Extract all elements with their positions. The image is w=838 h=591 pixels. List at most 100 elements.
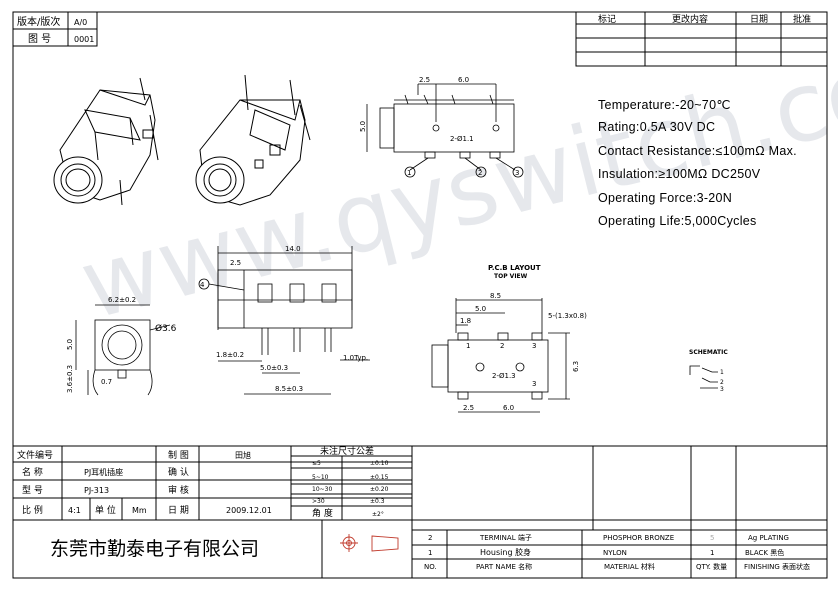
dim-side-off: 2.5 [230,259,241,267]
callout-2: 2 [478,169,482,177]
angle-value: ±2° [372,511,384,518]
tol-range-1: ≤5 [312,460,321,467]
date-label: 日 期 [168,505,189,516]
scale-value: 4:1 [68,506,81,515]
iso-view-right [195,74,311,206]
bom-header-finish: FINISHING 表面状态 [744,562,810,571]
pcb-pin-1: 1 [466,342,470,350]
tol-value-1: ±0.10 [370,460,389,467]
pcb-subtitle: TOP VIEW [494,273,528,280]
bom-row-1-name: Housing 胶身 [480,547,531,557]
schematic [689,365,718,389]
dim-front-h: 5.0 [66,339,74,350]
file-no-label: 文件编号 [17,449,53,461]
dim-pcb-w: 8.5 [490,292,501,300]
dim-top-b: 6.0 [458,76,469,84]
sheet-border [12,11,828,579]
callout-1: 1 [407,169,411,177]
bom-header-qty: QTY. 数量 [696,562,727,571]
revision-date-label: 日期 [750,14,768,25]
bom-row-2-name: TERMINAL 端子 [479,533,532,542]
dim-side-t: 1.0Typ. [343,354,368,362]
name-label: 名 称 [22,466,43,478]
tol-value-4: ±0.3 [370,498,385,505]
dim-side-a: 1.8±0.2 [216,351,244,359]
dim-top-h: 5.0 [359,121,367,132]
bom-row-1-material: NYLON [603,549,627,557]
drawing-no-value: 0001 [74,35,94,44]
pcb-pin-2: 2 [500,342,504,350]
revision-mark-label: 标记 [598,13,616,25]
front-view [75,304,171,396]
drawing-no-label: 图 号 [28,33,51,45]
revision-approve-label: 批准 [793,13,811,25]
callout-3: 3 [515,169,519,177]
bom-row-2-finish: Ag PLATING [748,534,789,542]
iso-view-left [53,77,159,206]
draw-label: 制 图 [168,449,189,461]
name-value: PJ耳机插座 [84,467,123,477]
revision-content-label: 更改内容 [672,13,708,25]
company-name: 东莞市勤泰电子有限公司 [50,538,260,560]
review-label: 审 核 [168,484,189,496]
dim-top-a: 2.5 [419,76,430,84]
unit-value: Mm [132,506,147,515]
dim-pcb-c: 2.5 [463,404,474,412]
dim-side-len: 14.0 [285,245,301,253]
revision-table [575,11,828,67]
bom-row-2-material: PHOSPHOR BRONZE [603,534,674,542]
tol-value-2: ±0.15 [370,474,389,481]
version-value: A/0 [74,18,87,27]
dim-pcb-a: 5.0 [475,305,486,313]
top-view [366,83,524,178]
bom-row-1-no: 1 [428,549,432,557]
side-view [198,246,370,395]
bom-header-name: PART NAME 名称 [476,562,532,571]
tolerance-title: 未注尺寸公差 [320,445,374,457]
bom-row-2-no: 2 [428,534,432,542]
bom-row-1-qty: 1 [710,549,714,557]
check-label: 确 认 [168,466,189,478]
schematic-title: SCHEMATIC [689,349,728,356]
angle-label: 角 度 [312,507,333,519]
dim-side-b: 5.0±0.3 [260,364,288,372]
dim-pcb-d: 6.0 [503,404,514,412]
tol-range-2: 5~10 [312,474,329,481]
dim-front-small: 0.7 [101,378,112,386]
pcb-pin-3b: 3 [532,380,536,388]
bom-row-1-finish: BLACK 黑色 [745,548,784,557]
spec-insulation: Insulation:≥100MΩ DC250V [598,167,761,181]
model-label: 型 号 [22,485,43,496]
callout-4: 4 [200,281,205,289]
dim-side-c: 8.5±0.3 [275,385,303,393]
tol-range-3: 10~30 [312,486,332,493]
spec-contact-resistance: Contact Resistance:≤100mΩ Max. [598,144,797,158]
schematic-pin-2: 2 [720,379,724,386]
unit-label: 单 位 [95,504,116,516]
bom-row-2-qty: 5 [710,534,714,542]
dim-front-h2: 3.6±0.3 [66,365,74,393]
draw-value: 田旭 [235,450,251,460]
tol-range-4: >30 [312,498,325,505]
dim-pcb-b: 1.8 [460,317,471,325]
pcb-pin-3: 3 [532,342,536,350]
spec-operating-life: Operating Life:5,000Cycles [598,214,757,228]
tol-value-3: ±0.20 [370,486,389,493]
pcb-title: P.C.B LAYOUT [488,264,541,272]
spec-operating-force: Operating Force:3-20N [598,191,733,205]
bom-header-material: MATERIAL 材料 [604,562,655,571]
date-value: 2009.12.01 [226,506,272,515]
dim-pcb-h: 6.3 [572,361,580,372]
version-label: 版本/版次 [17,15,60,28]
schematic-pin-1: 1 [720,369,724,376]
dim-pcb-hole: 2-Ø1.3 [492,372,516,380]
spec-temperature: Temperature:-20~70℃ [598,98,731,112]
dim-top-hole: 2-Ø1.1 [450,135,474,143]
dim-front-w: 6.2±0.2 [108,296,136,304]
spec-rating: Rating:0.5A 30V DC [598,120,716,134]
dim-front-d: Ø3.6 [155,323,177,334]
dim-pcb-slot: 5-(1.3x0.8) [548,312,587,320]
model-value: PJ-313 [84,486,109,495]
projection-symbol-icon [340,534,399,552]
